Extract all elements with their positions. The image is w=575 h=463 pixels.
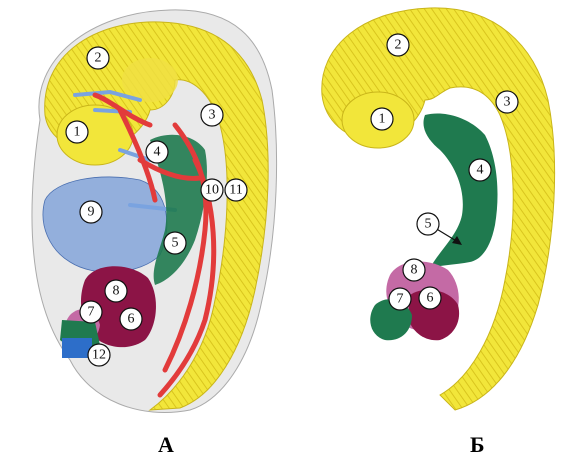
svg-text:12: 12 xyxy=(92,348,106,363)
svg-text:7: 7 xyxy=(397,292,404,307)
marker-b-5: 5 xyxy=(417,213,439,235)
panel-b xyxy=(322,8,555,410)
svg-text:5: 5 xyxy=(172,236,179,251)
marker-b-4: 4 xyxy=(469,159,491,181)
svg-text:9: 9 xyxy=(88,205,95,220)
svg-text:2: 2 xyxy=(395,38,402,53)
marker-b-8: 8 xyxy=(403,259,425,281)
svg-text:6: 6 xyxy=(427,291,434,306)
svg-text:7: 7 xyxy=(88,305,95,320)
panel-label-b: Б xyxy=(470,432,485,458)
neural-tube-b xyxy=(322,8,555,410)
svg-text:4: 4 xyxy=(154,145,161,160)
panel-a xyxy=(32,10,277,413)
svg-text:5: 5 xyxy=(425,217,432,232)
marker-a-2: 2 xyxy=(87,47,109,69)
svg-text:8: 8 xyxy=(411,263,418,278)
marker-a-10: 10 xyxy=(201,179,223,201)
marker-b-3: 3 xyxy=(496,91,518,113)
marker-a-11: 11 xyxy=(225,179,247,201)
marker-a-6: 6 xyxy=(120,308,142,330)
svg-text:1: 1 xyxy=(74,125,81,140)
svg-text:2: 2 xyxy=(95,51,102,66)
svg-text:8: 8 xyxy=(113,284,120,299)
marker-a-5: 5 xyxy=(164,232,186,254)
svg-text:3: 3 xyxy=(209,108,216,123)
svg-text:1: 1 xyxy=(379,112,386,127)
svg-text:3: 3 xyxy=(504,95,511,110)
gut-b xyxy=(423,114,497,268)
marker-b-1: 1 xyxy=(371,108,393,130)
marker-a-9: 9 xyxy=(80,201,102,223)
marker-a-4: 4 xyxy=(146,141,168,163)
marker-a-3: 3 xyxy=(201,104,223,126)
panel-label-a: А xyxy=(158,432,174,458)
svg-text:10: 10 xyxy=(205,183,219,198)
svg-text:6: 6 xyxy=(128,312,135,327)
marker-b-2: 2 xyxy=(387,34,409,56)
marker-b-6: 6 xyxy=(419,287,441,309)
svg-text:4: 4 xyxy=(477,163,484,178)
svg-text:11: 11 xyxy=(229,183,242,198)
marker-a-1: 1 xyxy=(66,121,88,143)
marker-b-7: 7 xyxy=(389,288,411,310)
marker-a-12: 12 xyxy=(88,344,110,366)
marker-a-8: 8 xyxy=(105,280,127,302)
marker-a-7: 7 xyxy=(80,301,102,323)
